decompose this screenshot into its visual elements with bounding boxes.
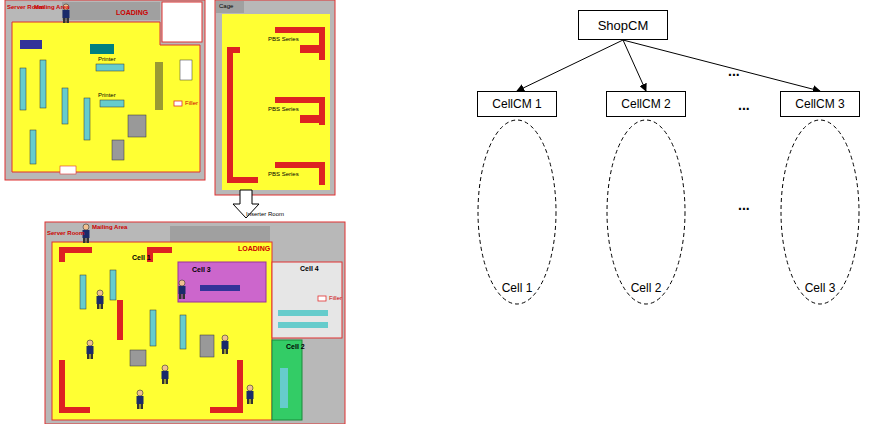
plan-shape	[87, 340, 94, 359]
plan-label: PBS Series	[268, 171, 299, 177]
plan-shape	[216, 1, 244, 13]
plan-shape	[155, 62, 163, 110]
plan-label: Printer	[98, 56, 116, 62]
cell-label: Cell 2	[631, 281, 662, 295]
cell-label: Cell 1	[502, 281, 533, 295]
plan-shape	[178, 262, 266, 302]
plan-shape	[200, 285, 240, 291]
plan-label: Mailing Area	[34, 4, 69, 10]
plan-label: Printer	[98, 92, 116, 98]
inserter-room-plan	[215, 0, 335, 195]
dashed-ellipse	[607, 120, 685, 304]
plan-shape	[272, 262, 342, 338]
cell-ellipse: Cell 1	[477, 119, 557, 305]
plan-shape	[300, 115, 320, 123]
ellipse-outline	[780, 119, 860, 305]
node-label: CellCM 1	[492, 97, 541, 111]
plan-shape	[60, 166, 76, 174]
cell-floor-plan	[45, 222, 345, 424]
plan-label: Inserter Room	[246, 211, 284, 217]
plan-shape	[162, 2, 202, 42]
plan-shape	[45, 222, 345, 424]
plan-shape	[52, 242, 272, 420]
plan-shape	[180, 315, 186, 349]
plan-shape	[96, 64, 124, 71]
plan-label: Cell 3	[192, 266, 211, 273]
plan-shape	[62, 2, 160, 20]
plan-shape	[272, 340, 302, 420]
plan-label: Server Room	[47, 230, 84, 236]
plan-label: Cage	[219, 3, 233, 9]
plan-shape	[174, 101, 182, 106]
plan-shape	[80, 275, 86, 309]
plan-label: PBS Series	[268, 36, 299, 42]
plan-shape	[170, 226, 270, 242]
dashed-ellipse	[478, 120, 556, 304]
plan-shape	[20, 68, 26, 110]
plan-label: Filler	[185, 100, 198, 106]
manager-box: CellCM 1	[477, 91, 557, 117]
plan-label: Cell 4	[300, 265, 319, 272]
plan-shape	[40, 60, 46, 108]
plan-shape	[112, 140, 124, 160]
plan-label: Cell 1	[132, 254, 151, 261]
plan-shape	[12, 22, 200, 172]
plan-label: Cell 2	[286, 343, 305, 350]
dashed-ellipse	[781, 120, 859, 304]
ellipse-outline	[477, 119, 557, 305]
ellipsis-mark: ...	[738, 198, 750, 212]
node-label: CellCM 3	[795, 97, 844, 111]
plan-shape	[200, 335, 214, 357]
plan-label: Mailing Area	[92, 224, 127, 230]
hierarchy-arrow	[623, 40, 820, 91]
node-label: ShopCM	[598, 18, 649, 33]
plan-shape	[150, 310, 156, 346]
plan-shape	[84, 98, 90, 140]
plan-shape	[30, 130, 36, 164]
plan-shape	[97, 290, 104, 309]
shop-floor-plan	[5, 0, 205, 180]
cell-ellipse: Cell 2	[606, 119, 686, 305]
cell-label: Cell 3	[805, 281, 836, 295]
plan-shape	[162, 365, 169, 384]
plan-shape	[278, 310, 328, 316]
plan-shape	[5, 0, 205, 180]
plan-shape	[180, 60, 192, 80]
ellipse-outline	[606, 119, 686, 305]
plan-shape	[318, 296, 326, 301]
hierarchy-arrow	[623, 40, 646, 91]
plan-shape	[110, 270, 116, 300]
plan-shape	[128, 115, 146, 137]
plan-shape	[222, 14, 330, 190]
manager-box: CellCM 3	[780, 91, 860, 117]
hierarchy-arrow	[517, 40, 623, 91]
plan-label: PBS Series	[268, 106, 299, 112]
plan-label: LOADING	[116, 9, 148, 16]
plan-shape	[247, 385, 254, 404]
manager-box: CellCM 2	[606, 91, 686, 117]
plan-shape	[90, 44, 114, 54]
plan-label: LOADING	[238, 245, 270, 252]
node-label: CellCM 2	[621, 97, 670, 111]
manager-box: ShopCM	[578, 10, 668, 40]
plan-shape	[130, 350, 146, 366]
ellipsis-mark: ...	[738, 98, 750, 112]
plan-shape	[62, 250, 240, 410]
plan-shape	[137, 390, 144, 409]
plan-shape	[100, 100, 124, 107]
plan-shape	[222, 335, 229, 354]
plan-shape	[20, 40, 42, 49]
plan-shape	[278, 322, 328, 328]
ellipsis-mark: ...	[728, 64, 740, 78]
cell-ellipse: Cell 3	[780, 119, 860, 305]
plan-shape	[280, 368, 288, 408]
plan-shape	[179, 280, 186, 299]
plan-shape	[300, 45, 320, 53]
plan-shape	[230, 50, 258, 180]
plan-shape	[62, 88, 68, 124]
plan-label: Filler	[329, 295, 342, 301]
plan-shape	[215, 0, 335, 195]
